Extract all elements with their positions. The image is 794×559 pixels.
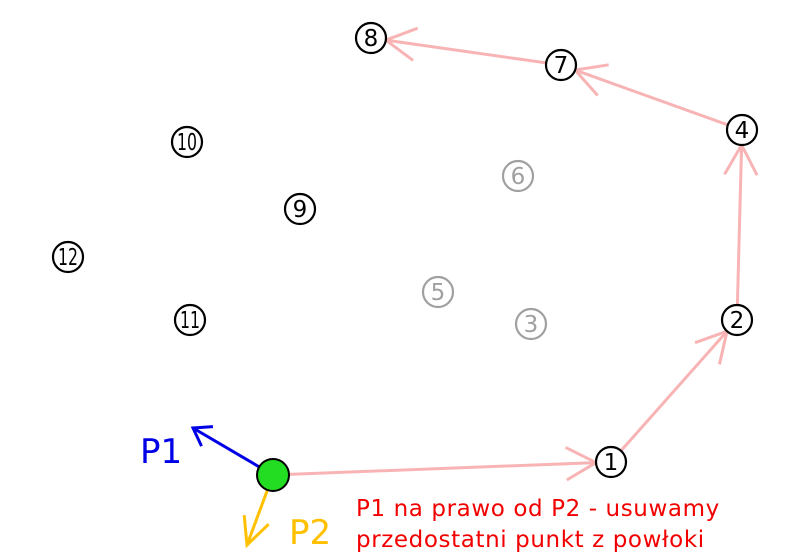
point-6-label: 6 (511, 164, 526, 190)
point-5-circle (421, 275, 455, 309)
point-5-label: 5 (431, 280, 446, 306)
vector-p2-label: P2 (289, 513, 331, 553)
hull-edge-p7-p8 (385, 38, 547, 65)
hull-edge-p4-p7 (574, 68, 729, 127)
hull-edges (288, 26, 759, 482)
point-1: 1 (594, 445, 628, 479)
point-11: 11 (173, 303, 207, 337)
point-8-circle (354, 21, 388, 55)
point-12-label: 12 (58, 245, 78, 271)
vector-p1-label: P1 (140, 432, 182, 472)
point-9-label: 9 (293, 197, 308, 223)
point-10-circle (170, 125, 204, 159)
point-7-label: 7 (554, 53, 569, 79)
point-7: 7 (544, 48, 578, 82)
point-5: 5 (421, 275, 455, 309)
vector-p2-arrowhead (242, 514, 270, 549)
point-3-circle (514, 307, 548, 341)
hull-edge-p2-p4 (735, 144, 744, 306)
point-3-label: 3 (524, 312, 539, 338)
point-12: 12 (51, 240, 85, 274)
point-2-label: 2 (730, 308, 745, 334)
caption-line-1: P1 na prawo od P2 - usuwamy (356, 496, 720, 522)
point-2: 2 (720, 303, 754, 337)
point-9: 9 (283, 192, 317, 226)
point-1-circle (594, 445, 628, 479)
point-10-label: 10 (177, 130, 197, 156)
point-4: 4 (725, 113, 759, 147)
point-11-label: 11 (180, 308, 200, 334)
point-1-label: 1 (604, 450, 619, 476)
point-2-circle (720, 303, 754, 337)
caption-line-2: przedostatni punkt z powłoki (356, 527, 705, 553)
point-6: 6 (501, 159, 535, 193)
point-10: 10 (170, 125, 204, 159)
point-8-label: 8 (364, 26, 379, 52)
point-4-label: 4 (735, 118, 750, 144)
point-11-circle (173, 303, 207, 337)
vector-p1-arrowhead (190, 425, 214, 447)
point-7-circle (544, 48, 578, 82)
point-4-circle (725, 113, 759, 147)
point-6-circle (501, 159, 535, 193)
caption: P1 na prawo od P2 - usuwamy przedostatni… (356, 494, 720, 556)
point-3: 3 (514, 307, 548, 341)
hull-edge-p1-p2 (619, 330, 729, 452)
start-point (256, 458, 290, 492)
point-12-circle (51, 240, 85, 274)
point-8: 8 (354, 21, 388, 55)
hull-edge-start-p1 (288, 461, 597, 476)
point-9-circle (283, 192, 317, 226)
